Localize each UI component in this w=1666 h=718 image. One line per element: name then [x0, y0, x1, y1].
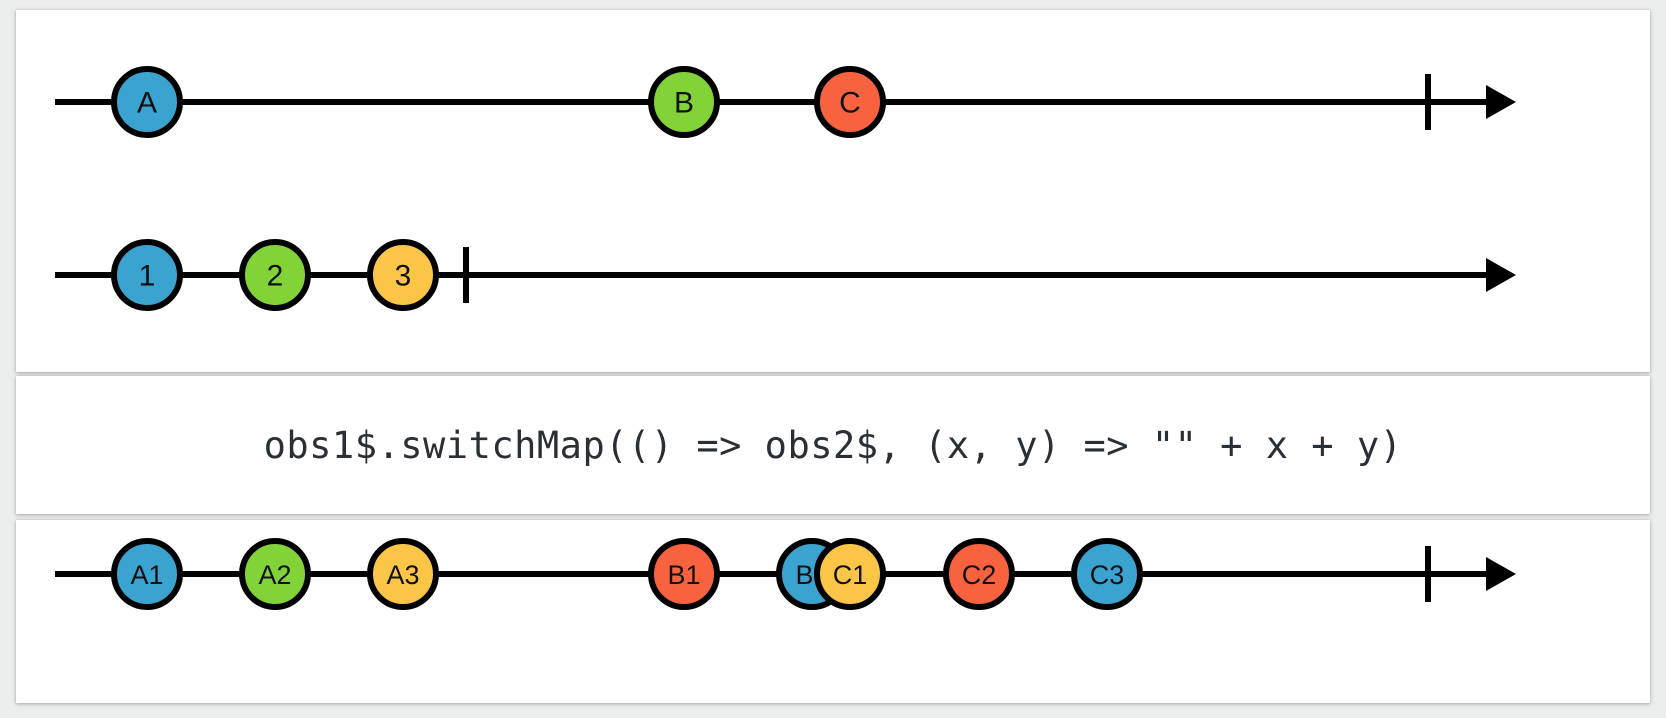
marble[interactable]: C2	[943, 538, 1015, 610]
timeline-obs2[interactable]: 1 2 3	[16, 215, 1650, 335]
timeline-obs1-svg: A B C	[55, 66, 1516, 138]
marble-circle	[1071, 538, 1143, 610]
marble[interactable]: 2	[239, 239, 311, 311]
marble-circle	[943, 538, 1015, 610]
marble[interactable]: A2	[239, 538, 311, 610]
marble-label: B1	[667, 560, 700, 590]
marble-label: C	[839, 87, 861, 120]
marble[interactable]: C3	[1071, 538, 1143, 610]
marble-circle	[367, 239, 439, 311]
marble-circle	[814, 538, 886, 610]
marble[interactable]: A3	[367, 538, 439, 610]
timeline-arrow-icon	[1486, 557, 1516, 591]
marble-label: C2	[962, 560, 997, 590]
marble[interactable]: C	[814, 66, 886, 138]
timeline-obs1[interactable]: A B C	[16, 42, 1650, 162]
marble-circle	[239, 239, 311, 311]
marble-circle	[111, 66, 183, 138]
marble-circle	[111, 538, 183, 610]
marble[interactable]: B	[648, 66, 720, 138]
marble-label: 3	[395, 260, 412, 293]
marble-label: A1	[130, 560, 163, 590]
input-streams-panel: A B C 1 2 3	[16, 10, 1650, 372]
timeline-obs2-svg: 1 2 3	[55, 239, 1516, 311]
timeline-arrow-icon	[1486, 85, 1516, 119]
marble-circle	[239, 538, 311, 610]
marble-label: 1	[139, 260, 156, 293]
marble-circle	[814, 66, 886, 138]
marble-circle	[648, 66, 720, 138]
marble-label: A3	[386, 560, 419, 590]
marble[interactable]: B1	[648, 538, 720, 610]
marble-circle	[367, 538, 439, 610]
marble-label: C1	[833, 560, 868, 590]
marble[interactable]: 3	[367, 239, 439, 311]
timeline-arrow-icon	[1486, 258, 1516, 292]
marble[interactable]: A1	[111, 538, 183, 610]
marble[interactable]: 1	[111, 239, 183, 311]
marble[interactable]: C1	[814, 538, 886, 610]
marble-circle	[648, 538, 720, 610]
operator-code-text: obs1$.switchMap(() => obs2$, (x, y) => "…	[263, 423, 1403, 467]
marble-label: C3	[1090, 560, 1125, 590]
marble-label: B	[674, 87, 694, 120]
marble-circle	[111, 239, 183, 311]
marble-label: 2	[267, 260, 284, 293]
operator-code-panel[interactable]: obs1$.switchMap(() => obs2$, (x, y) => "…	[16, 376, 1650, 514]
marble[interactable]: A	[111, 66, 183, 138]
marble-label: A	[137, 87, 157, 120]
marble-label: A2	[258, 560, 291, 590]
